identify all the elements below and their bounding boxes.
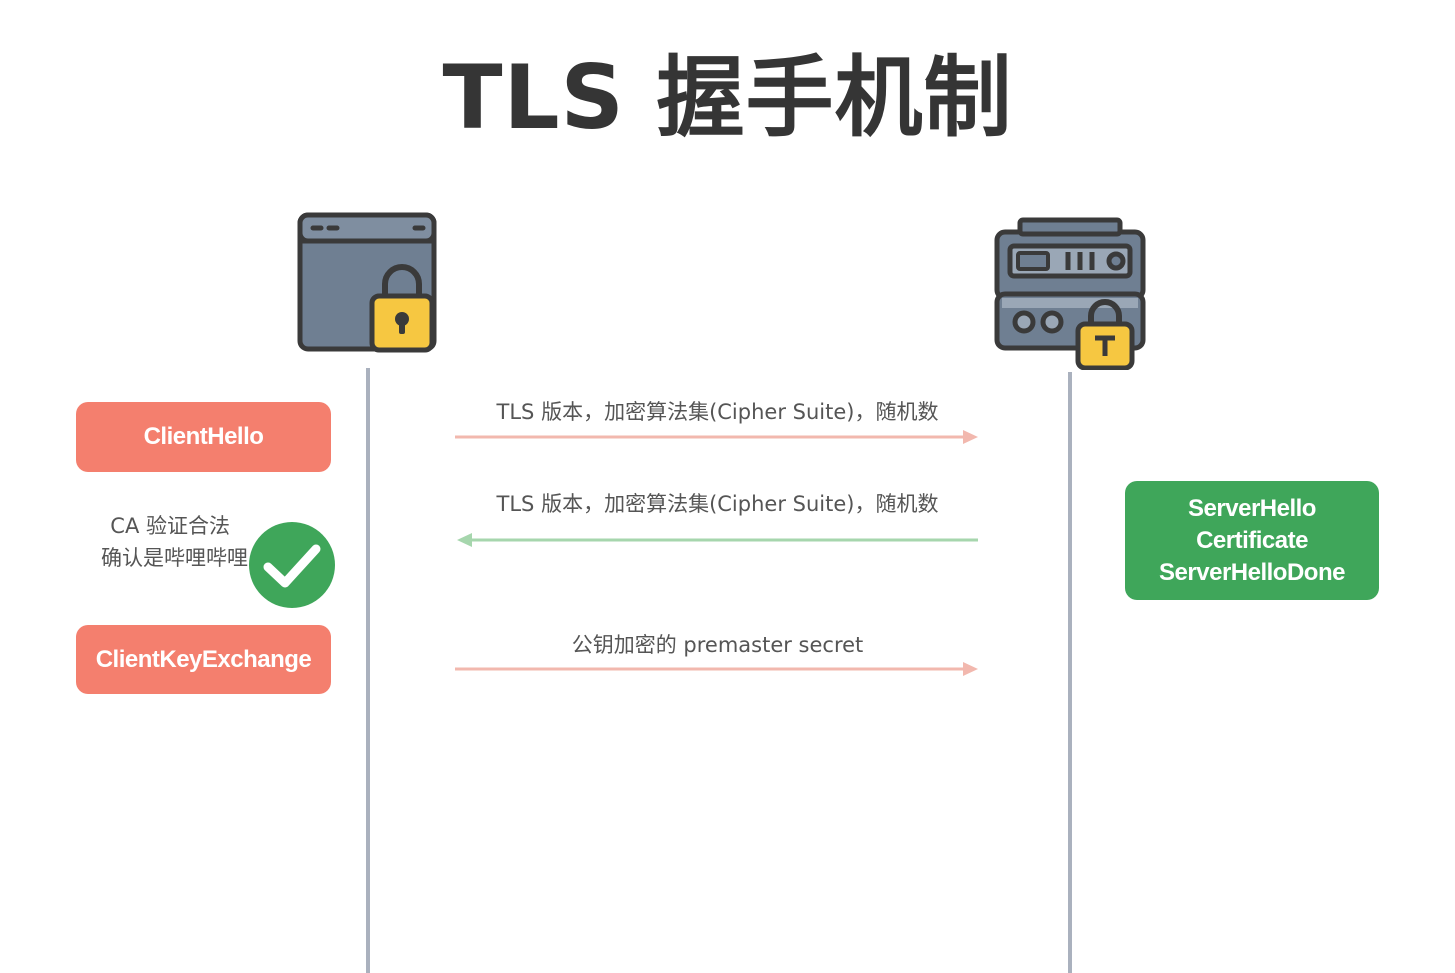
check-circle-icon — [249, 522, 335, 608]
arrow-label-client-hello: TLS 版本，加密算法集(Cipher Suite)，随机数 — [496, 400, 939, 424]
server-hello-label: ServerHello — [1188, 494, 1316, 522]
arrow-to-server-2 — [455, 662, 978, 676]
client-lifeline — [366, 368, 370, 973]
ca-verify-note: CA 验证合法 确认是哔哩哔哩 — [88, 510, 248, 574]
client-key-exchange-pill: ClientKeyExchange — [76, 625, 331, 694]
arrow-label-server-hello: TLS 版本，加密算法集(Cipher Suite)，随机数 — [496, 492, 939, 516]
server-lifeline — [1068, 372, 1072, 973]
arrow-to-server-1 — [455, 430, 978, 444]
certificate-label: Certificate — [1196, 526, 1308, 554]
ca-verify-line2: 确认是哔哩哔哩 — [101, 546, 248, 570]
browser-window-lock-icon — [297, 212, 437, 353]
ca-verify-line1: CA 验证合法 — [110, 514, 230, 538]
arrow-to-client — [457, 533, 978, 547]
server-response-pill: ServerHello Certificate ServerHelloDone — [1125, 481, 1379, 600]
page-title: TLS 握手机制 — [442, 46, 1013, 149]
client-hello-pill: ClientHello — [76, 402, 331, 472]
arrow-label-premaster: 公钥加密的 premaster secret — [571, 633, 864, 657]
server-hello-done-label: ServerHelloDone — [1159, 558, 1345, 586]
server-lock-icon — [994, 217, 1146, 370]
